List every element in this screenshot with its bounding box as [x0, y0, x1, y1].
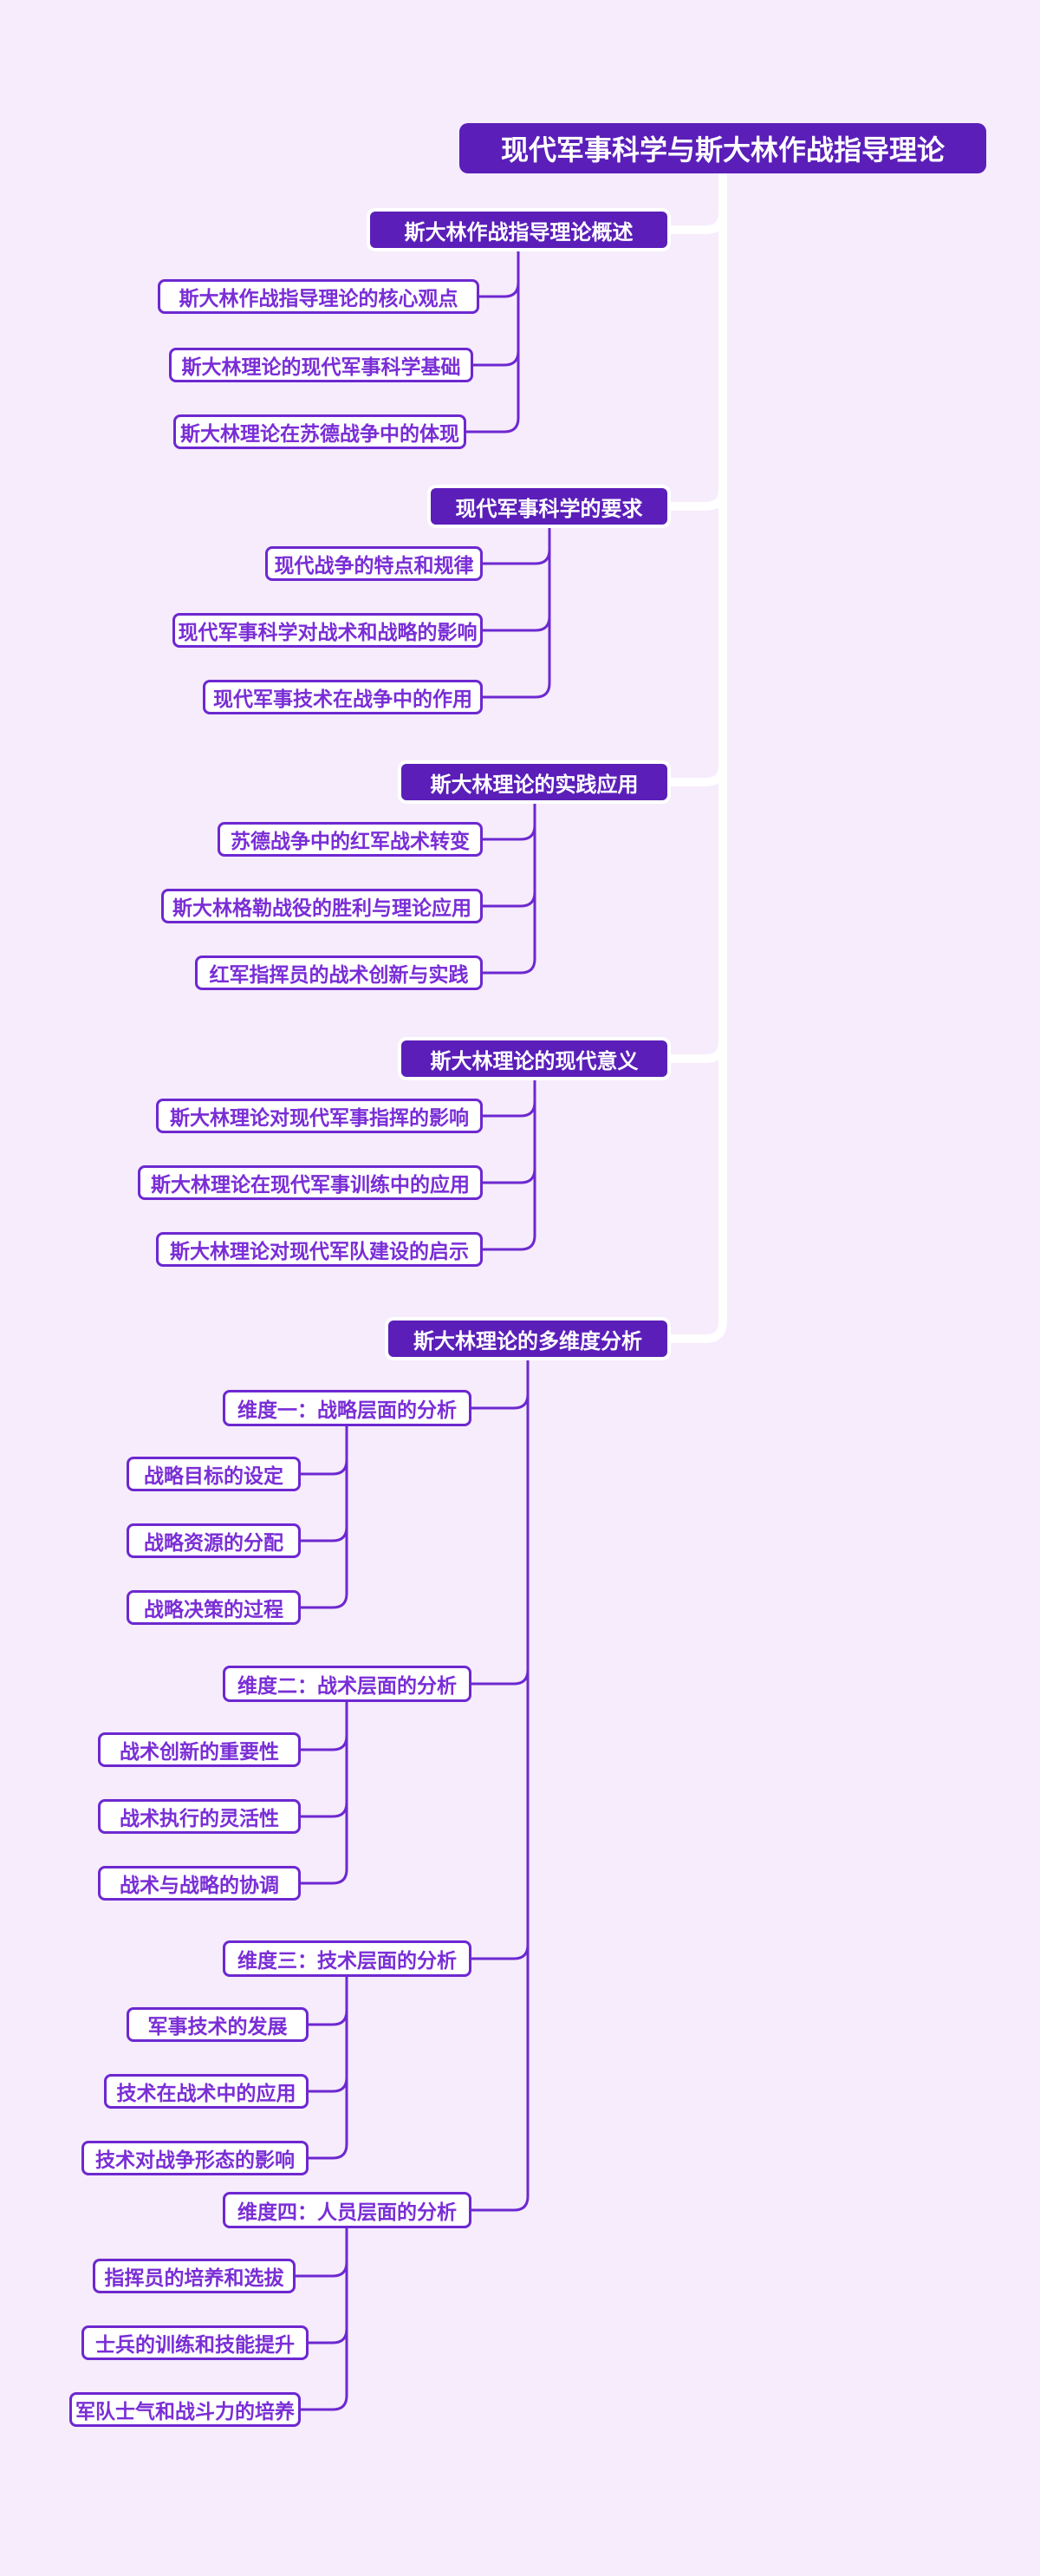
leaf-node[interactable]: 战术创新的重要性 — [98, 1732, 301, 1767]
connector-dim3-child3 — [305, 1975, 348, 2160]
leaf-node[interactable]: 指挥员的培养和选拔 — [93, 2259, 296, 2293]
leaf-node[interactable]: 斯大林理论对现代军事指挥的影响 — [156, 1099, 483, 1133]
leaf-node[interactable]: 战术与战略的协调 — [98, 1866, 301, 1901]
leaf-node[interactable]: 斯大林理论在现代军事训练中的应用 — [138, 1165, 483, 1200]
leaf-node[interactable]: 现代军事科学对战术和战略的影响 — [172, 613, 483, 648]
connector-branch4-child2 — [479, 1075, 536, 1184]
branch-node-practice[interactable]: 斯大林理论的实践应用 — [401, 764, 667, 800]
leaf-node[interactable]: 斯大林理论对现代军队建设的启示 — [156, 1232, 483, 1267]
leaf-node[interactable]: 战术执行的灵活性 — [98, 1799, 301, 1834]
connector-dim1-child2 — [297, 1425, 348, 1542]
branch-node-overview[interactable]: 斯大林作战指导理论概述 — [370, 212, 667, 248]
connector-root-branch-4 — [661, 169, 727, 1063]
leaf-node[interactable]: 战略决策的过程 — [127, 1590, 301, 1625]
connector-dim3-child2 — [305, 1975, 348, 2093]
leaf-node[interactable]: 斯大林理论在苏德战争中的体现 — [173, 414, 466, 449]
leaf-node[interactable]: 斯大林作战指导理论的核心观点 — [158, 279, 479, 314]
connector-branch1-child1 — [476, 246, 520, 298]
leaf-node[interactable]: 斯大林理论的现代军事科学基础 — [169, 348, 473, 382]
leaf-node[interactable]: 士兵的训练和技能提升 — [81, 2325, 309, 2360]
connector-branch2-child3 — [479, 523, 551, 699]
leaf-node[interactable]: 苏德战争中的红军战术转变 — [218, 822, 483, 857]
connector-branch5-dim2 — [468, 1355, 530, 1686]
connector-dim1-child1 — [297, 1425, 348, 1476]
connector-branch2-child2 — [479, 523, 551, 632]
leaf-node[interactable]: 红军指挥员的战术创新与实践 — [195, 955, 483, 990]
branch-node-multidimensional[interactable]: 斯大林理论的多维度分析 — [388, 1321, 667, 1357]
branch-node-modern-meaning[interactable]: 斯大林理论的现代意义 — [401, 1040, 667, 1077]
connector-branch4-child1 — [479, 1075, 536, 1118]
dimension-node-strategy[interactable]: 维度一：战略层面的分析 — [223, 1390, 471, 1426]
connector-root-branch-3 — [661, 169, 727, 786]
dimension-node-personnel[interactable]: 维度四：人员层面的分析 — [223, 2192, 471, 2228]
leaf-node[interactable]: 军事技术的发展 — [127, 2007, 309, 2042]
connector-branch5-dim1 — [468, 1355, 530, 1410]
dimension-node-tactics[interactable]: 维度二：战术层面的分析 — [223, 1666, 471, 1702]
connector-branch3-child2 — [479, 799, 536, 908]
connector-dim4-child1 — [292, 2227, 348, 2278]
connector-dim1-child3 — [297, 1425, 348, 1609]
leaf-node[interactable]: 技术在战术中的应用 — [104, 2074, 309, 2109]
connector-dim2-child1 — [297, 1700, 348, 1751]
connector-branch3-child1 — [479, 799, 536, 841]
connector-dim3-child1 — [305, 1975, 348, 2026]
leaf-node[interactable]: 技术对战争形态的影响 — [81, 2141, 309, 2175]
connector-branch3-child3 — [479, 799, 536, 975]
root-node[interactable]: 现代军事科学与斯大林作战指导理论 — [459, 123, 986, 173]
connector-dim4-child3 — [297, 2227, 348, 2411]
leaf-node[interactable]: 现代战争的特点和规律 — [265, 546, 483, 581]
dimension-node-technology[interactable]: 维度三：技术层面的分析 — [223, 1940, 471, 1977]
connector-dim2-child2 — [297, 1700, 348, 1818]
connector-branch4-child3 — [479, 1075, 536, 1251]
leaf-node[interactable]: 现代军事技术在战争中的作用 — [203, 680, 483, 714]
connector-root-branch-5 — [661, 169, 727, 1343]
connector-root-branch-1 — [661, 169, 727, 234]
connector-branch5-dim4 — [468, 1355, 530, 2212]
connector-dim2-child3 — [297, 1700, 348, 1885]
connector-branch5-dim3 — [468, 1355, 530, 1960]
leaf-node[interactable]: 军队士气和战斗力的培养 — [69, 2392, 301, 2427]
leaf-node[interactable]: 战略目标的设定 — [127, 1457, 301, 1491]
branch-node-requirements[interactable]: 现代军事科学的要求 — [431, 488, 667, 525]
leaf-node[interactable]: 斯大林格勒战役的胜利与理论应用 — [161, 889, 483, 923]
connector-branch2-child1 — [479, 523, 551, 565]
connector-branch1-child3 — [463, 246, 520, 434]
connector-dim4-child2 — [305, 2227, 348, 2344]
leaf-node[interactable]: 战略资源的分配 — [127, 1523, 301, 1558]
